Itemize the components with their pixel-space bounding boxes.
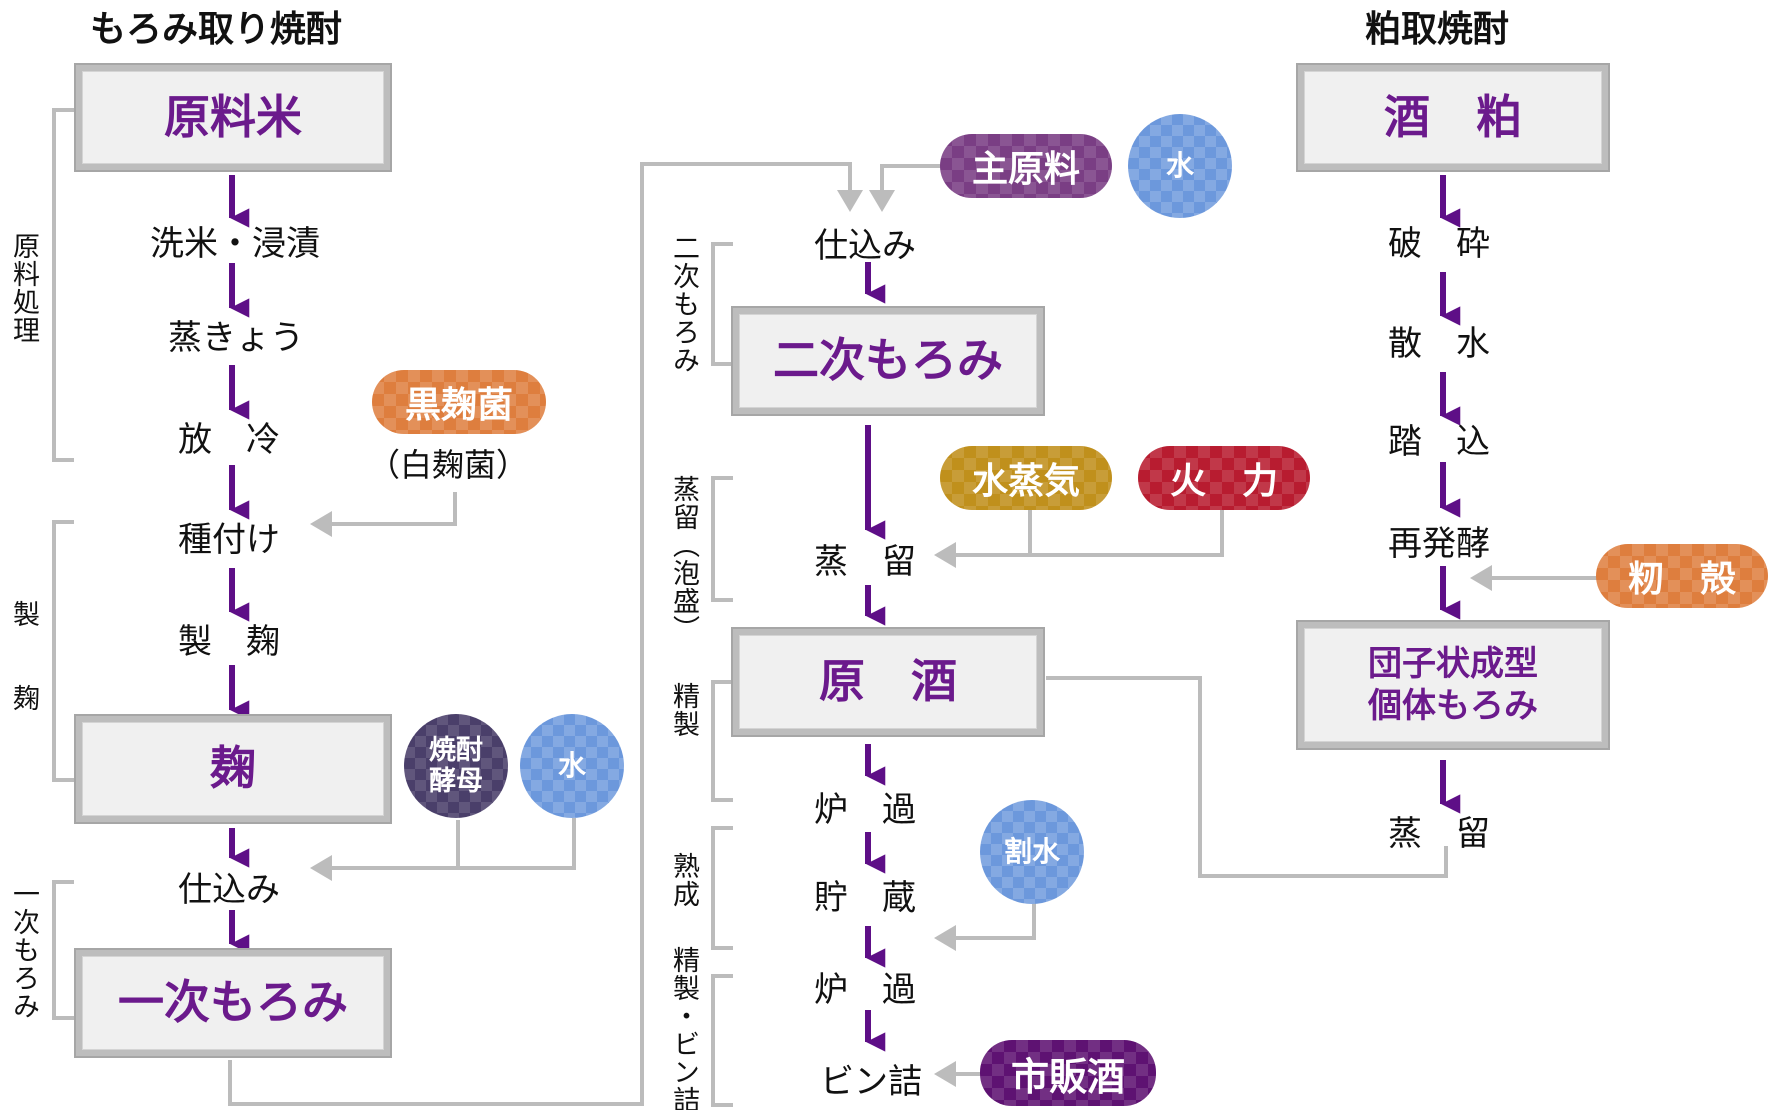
bracket-first-moromi <box>52 880 74 1020</box>
bracket-refining <box>711 680 733 802</box>
input-black-koji: 黒麹菌 <box>372 370 546 434</box>
connector-genshu-distill <box>1046 676 1448 878</box>
step-steam: 蒸きょう <box>168 318 304 358</box>
box-dango-moromi-label: 団子状成型 個体もろみ <box>1304 628 1602 742</box>
input-white-koji-note: （白麹菌） <box>368 446 529 484</box>
header-moromi-shochu: もろみ取り焼酎 <box>90 9 343 50</box>
step-distill-center: 蒸 留 <box>814 542 916 582</box>
bracket-raw-processing <box>52 108 74 462</box>
input-shochu-yeast-label: 焼酎酵母 <box>429 734 483 797</box>
purple-flow-arrows <box>229 175 1461 1052</box>
step-filter-2: 炉 過 <box>814 970 916 1010</box>
gray-connectors <box>52 108 1598 1107</box>
input-dilution-water: 割水 <box>980 800 1084 904</box>
box-raw-rice-label: 原料米 <box>82 71 384 164</box>
side-label-refining: 精製 <box>668 682 699 738</box>
box-first-moromi: 一次もろみ <box>74 948 392 1058</box>
box-first-moromi-label: 一次もろみ <box>82 956 384 1050</box>
step-distill-right: 蒸 留 <box>1388 814 1490 854</box>
arrowhead-shikomi2-left <box>837 190 863 212</box>
input-retail-sake: 市販酒 <box>980 1040 1156 1106</box>
step-crush: 破 砕 <box>1388 224 1490 264</box>
box-sake-lees-label: 酒 粕 <box>1304 71 1602 164</box>
box-raw-rice: 原料米 <box>74 63 392 172</box>
step-seeding: 種付け <box>178 520 280 560</box>
connector-koji-seed <box>330 492 457 526</box>
connector-water-left <box>330 818 576 870</box>
arrowhead-dilution <box>934 925 956 951</box>
input-shochu-yeast: 焼酎酵母 <box>404 714 508 818</box>
header-kasutori-shochu: 粕取焼酎 <box>1365 9 1510 50</box>
step-sprinkle-water: 散 水 <box>1388 324 1490 364</box>
box-sake-lees: 酒 粕 <box>1296 63 1610 172</box>
side-label-second-moromi: 二次もろみ <box>668 234 699 374</box>
arrowhead-husk <box>1470 565 1492 591</box>
box-second-moromi: 二次もろみ <box>731 306 1045 416</box>
arrowhead-koji-seed <box>310 511 332 537</box>
input-water-center: 水 <box>1128 114 1232 218</box>
input-rice-husk: 籾 殻 <box>1596 544 1768 608</box>
box-genshu: 原 酒 <box>731 627 1045 737</box>
connector-fire <box>954 505 1224 557</box>
input-steam: 水蒸気 <box>940 446 1112 510</box>
input-fire: 火 力 <box>1138 446 1310 510</box>
gray-arrowheads <box>310 190 1492 1087</box>
box-second-moromi-label: 二次もろみ <box>739 314 1037 408</box>
side-label-refine-bottle: 精製・ビン詰 <box>668 946 699 1110</box>
step-koji-making: 製 麹 <box>178 622 280 662</box>
bracket-aging <box>711 826 733 950</box>
side-label-first-moromi: 一次もろみ <box>8 880 39 1020</box>
bracket-koji <box>52 520 74 782</box>
bracket-distillation <box>711 476 733 602</box>
step-bottling: ビン詰 <box>820 1062 922 1102</box>
side-label-raw-processing: 原料処理 <box>8 232 39 344</box>
connector-moromi1-shikomi2 <box>228 162 852 1106</box>
step-shikomi-2: 仕込み <box>814 226 916 266</box>
arrowhead-distill <box>934 542 956 568</box>
side-label-distillation: 蒸留（泡盛） <box>668 475 699 643</box>
side-label-aging: 熟成 <box>668 852 699 908</box>
step-refermentation: 再発酵 <box>1388 524 1490 564</box>
step-filter-1: 炉 過 <box>814 790 916 830</box>
side-label-koji: 製 麹 <box>8 600 39 712</box>
arrowhead-shikomi1 <box>310 855 332 881</box>
connector-main-ingredient <box>880 164 942 192</box>
box-koji-label: 麹 <box>82 722 384 816</box>
step-shikomi-1: 仕込み <box>178 870 280 910</box>
step-tread: 踏 込 <box>1388 422 1490 462</box>
box-dango-moromi: 団子状成型 個体もろみ <box>1296 620 1610 750</box>
input-water-left: 水 <box>520 714 624 818</box>
step-storage: 貯 蔵 <box>814 878 916 918</box>
box-genshu-label: 原 酒 <box>739 635 1037 729</box>
step-wash-soak: 洗米・浸漬 <box>150 224 320 264</box>
step-cool: 放 冷 <box>178 420 280 460</box>
connector-dilution <box>954 900 1036 940</box>
bracket-refine-bottle <box>711 974 733 1107</box>
input-main-ingredient: 主原料 <box>940 134 1112 198</box>
box-koji: 麹 <box>74 714 392 824</box>
arrowhead-shikomi2-right <box>869 190 895 212</box>
arrowhead-retail <box>934 1061 956 1087</box>
bracket-second-moromi <box>711 242 733 366</box>
